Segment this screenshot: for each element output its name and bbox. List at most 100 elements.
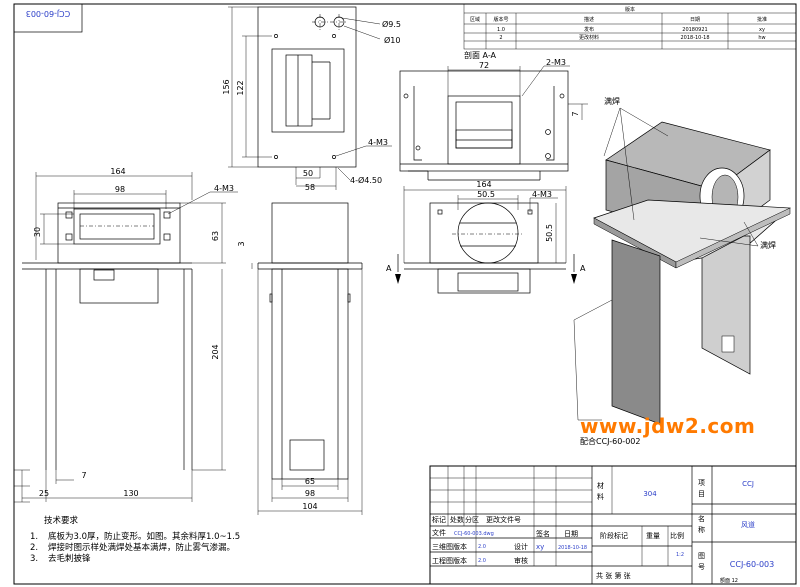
project-value: CCJ (742, 480, 754, 488)
material-label: 材料 (597, 481, 604, 501)
dim-50: 50 (303, 169, 313, 178)
dim-58: 58 (305, 183, 315, 192)
section-title: 剖面 A-A (464, 50, 497, 60)
note-number: 2. (30, 543, 39, 553)
iso-view: 满焊 满焊 配合CCJ-60-002 (573, 96, 791, 446)
dim-front-204: 204 (211, 344, 220, 359)
weld-label-side: 满焊 (760, 240, 776, 250)
dim-122: 122 (236, 80, 245, 95)
note-text: 去毛刺披锋 (48, 554, 91, 564)
dim-front-63: 63 (211, 231, 220, 241)
dim-section-72: 72 (479, 61, 489, 70)
material-value: 304 (643, 490, 657, 498)
dim-hole-10: Ø10 (384, 35, 400, 45)
title-block: 材料 304 项目 CCJ 名称 风道 图号 CCJ-60-003 标记 处数 … (429, 465, 797, 585)
model-version: 2.0 (478, 544, 486, 550)
dim-4-4-50: 4-Ø4.50 (350, 175, 382, 185)
note-text: 焊接时图示样处满焊处基本满焊，防止雾气渗漏。 (48, 543, 236, 553)
design-label: 设计 (514, 542, 528, 551)
rev-row1-date: 20180921 (682, 27, 707, 33)
rev-col-count: 处数 (450, 515, 464, 524)
rev-title: 版本 (625, 6, 635, 13)
dim-section-2m3: 2-M3 (546, 58, 566, 67)
rev-row2-date: 2018-10-18 (680, 35, 709, 41)
dim-front-4m3: 4-M3 (214, 184, 234, 193)
model-version-label: 三维图版本 (432, 542, 467, 551)
project-label: 项目 (698, 479, 705, 498)
note-item: 3. 去毛刺披锋 (30, 554, 91, 565)
dim-top-50-5-v: 50.5 (545, 224, 554, 242)
dim-top-164: 164 (476, 180, 491, 189)
rev-row2-desc: 更改材料 (579, 34, 599, 41)
rev-col-doc: 更改文件号 (486, 515, 521, 524)
rev-row1-desc: 发布 (584, 26, 594, 33)
name-label: 名称 (698, 514, 705, 534)
dim-front-25: 25 (39, 489, 49, 498)
design-date: 2018-10-18 (558, 545, 587, 551)
rev-col-mark: 标记 (432, 515, 446, 524)
dim-156: 156 (222, 79, 231, 94)
section-view: 剖面 A-A 72 2-M3 7 (399, 50, 588, 181)
stamp-text: CCJ-60-003 (26, 9, 70, 18)
sheet-border (13, 3, 797, 585)
side-view: 3 65 98 104 (237, 202, 363, 515)
stage-label: 阶段标记 (600, 531, 628, 540)
watermark: www.jdw2.com (580, 414, 756, 438)
note-text: 底板为3.0厚，防止变形。如图。其余料厚1.0~1.5 (48, 532, 241, 542)
note-number: 3. (30, 554, 39, 564)
note-item: 2. 焊接时图示样处满焊处基本满焊，防止雾气渗漏。 (30, 543, 235, 554)
stamp-box: CCJ-60-003 (13, 3, 83, 33)
notes-title: 技术要求 (44, 516, 79, 526)
eng-version: 2.0 (478, 558, 486, 564)
rev-col-date: 日期 (564, 530, 578, 538)
dim-side-98: 98 (305, 489, 315, 498)
rev-row2-version: 2 (499, 35, 502, 41)
dim-side-3: 3 (237, 241, 246, 246)
section-marker-a-right: A (580, 264, 586, 273)
eng-version-label: 工程图版本 (432, 556, 467, 565)
review-label: 审核 (514, 556, 528, 565)
rev-col-zone: 分区 (465, 515, 479, 524)
dim-front-98: 98 (115, 185, 125, 194)
rev-header-date: 日期 (690, 17, 700, 23)
dim-top-50-5-h: 50.5 (477, 190, 495, 199)
drawing-no: CCJ-60-003 (730, 560, 774, 569)
rev-header-approve: 批准 (757, 16, 767, 23)
rev-row1-approve: xy (759, 27, 765, 33)
rev-header-desc: 描述 (584, 16, 594, 23)
rev-row1-version: 1.0 (497, 27, 505, 33)
top-view: 164 50.5 4-M3 50.5 A A (386, 180, 586, 294)
dim-top-4m3: 4-M3 (532, 190, 552, 199)
dim-side-104: 104 (302, 502, 317, 511)
designer: xy (536, 543, 544, 551)
weight-label: 重量 (646, 532, 660, 540)
dim-side-65: 65 (305, 477, 315, 486)
note-number: 1. (30, 532, 39, 542)
rev-row2-approve: hw (758, 35, 765, 41)
dim-hole-9-5: Ø9.5 (382, 19, 401, 29)
dim-front-7: 7 (81, 471, 86, 480)
dim-plate-4m3: 4-M3 (368, 138, 388, 147)
note-item: 1. 底板为3.0厚，防止变形。如图。其余料厚1.0~1.5 (30, 532, 240, 543)
sheet-label: 共 张 第 张 (596, 571, 631, 580)
dim-front-164: 164 (110, 167, 125, 176)
rev-col-sign: 签名 (536, 529, 550, 538)
section-marker-a-left: A (386, 264, 392, 273)
front-view: 164 98 4-M3 30 63 204 7 25 130 (21, 167, 238, 502)
dim-section-7: 7 (571, 111, 580, 116)
weld-label-top: 满焊 (604, 96, 620, 106)
rev-header-area: 区域 (470, 16, 480, 23)
scale-value: 1:2 (676, 552, 684, 558)
match-note: 配合CCJ-60-002 (580, 436, 640, 446)
revision-table: 版本 区域 版本号 描述 日期 批准 1.0 发布 20180921 xy 2 … (463, 3, 797, 50)
plate-view: 156 122 Ø9.5 Ø10 4-M3 50 58 4-Ø4.50 (222, 6, 401, 192)
part-name: 风道 (741, 520, 755, 529)
scale-label: 比例 (670, 531, 684, 540)
dim-front-30: 30 (33, 227, 42, 237)
file-label: 文件 (432, 528, 446, 537)
dim-front-130: 130 (123, 489, 138, 498)
file-name: CCJ-60-003.dwg (454, 531, 494, 537)
doc-code: 额面 12 (720, 577, 738, 584)
drawing-no-label: 图号 (698, 552, 705, 571)
